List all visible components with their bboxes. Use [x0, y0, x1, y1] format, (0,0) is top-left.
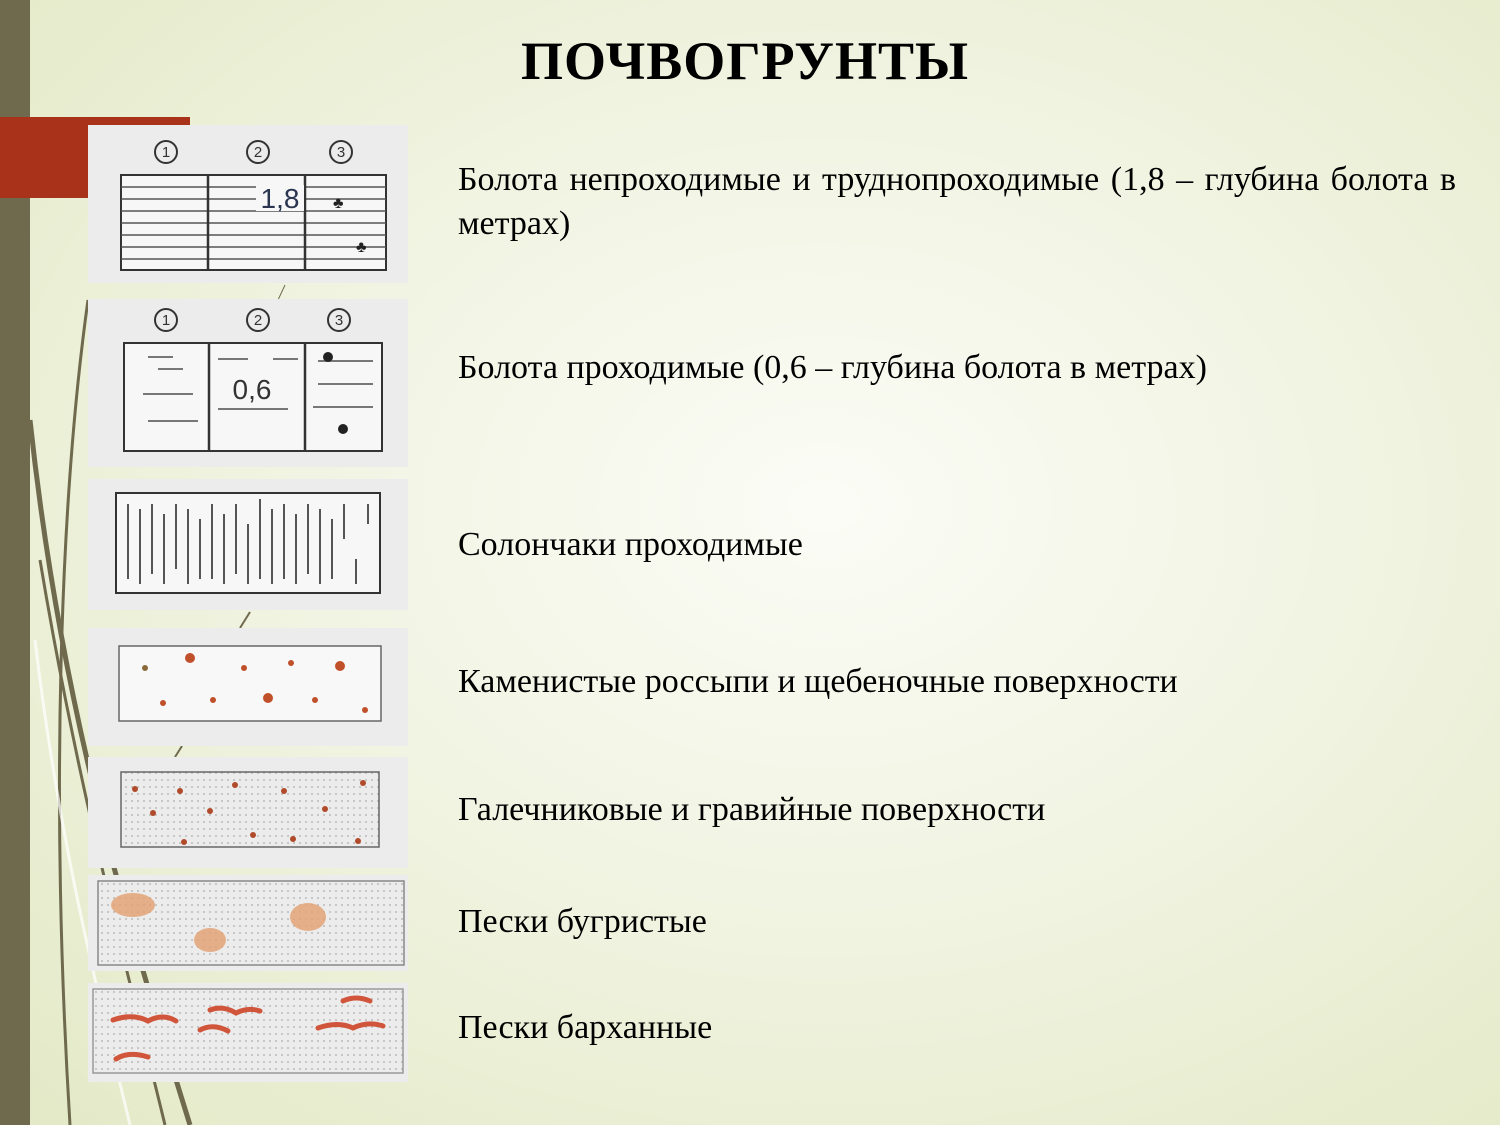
- marker-2: 2: [254, 144, 262, 161]
- svg-text:♣: ♣: [333, 195, 344, 212]
- marker-1: 1: [162, 144, 170, 161]
- svg-text:♣: ♣: [356, 239, 367, 256]
- label-impassable-swamp: Болота непроходимые и труднопроходимые (…: [458, 161, 1456, 242]
- symbol-barchan-sand: [88, 983, 408, 1082]
- label-salt-marsh: Солончаки проходимые: [458, 526, 803, 563]
- symbol-passable-swamp: 1 2 3 0,6: [88, 299, 408, 467]
- symbol-hillocky-sand: [88, 875, 408, 971]
- label-hillocky-sand: Пески бугристые: [458, 903, 707, 940]
- symbol-salt-marsh: [88, 479, 408, 610]
- page-title: ПОЧВОГРУНТЫ: [0, 30, 1500, 92]
- marker-3: 3: [337, 144, 345, 161]
- label-passable-swamp: Болота проходимые (0,6 – глубина болота …: [458, 349, 1207, 386]
- label-pebble-gravel: Галечниковые и гравийные поверхности: [458, 791, 1046, 828]
- marker-3: 3: [335, 312, 343, 329]
- depth-label: 0,6: [233, 374, 272, 405]
- page-title-text: ПОЧВОГРУНТЫ: [521, 31, 969, 91]
- symbol-pebble-gravel: [88, 757, 408, 868]
- marker-2: 2: [254, 312, 262, 329]
- symbol-stony-scree: [88, 628, 408, 746]
- marker-1: 1: [162, 312, 170, 329]
- depth-label: 1,8: [261, 183, 300, 214]
- symbol-impassable-swamp: 1 2 3 1,8 ♣ ♣: [88, 125, 408, 283]
- label-barchan-sand: Пески барханные: [458, 1009, 713, 1046]
- label-stony-scree: Каменистые россыпи и щебеночные поверхно…: [458, 663, 1178, 700]
